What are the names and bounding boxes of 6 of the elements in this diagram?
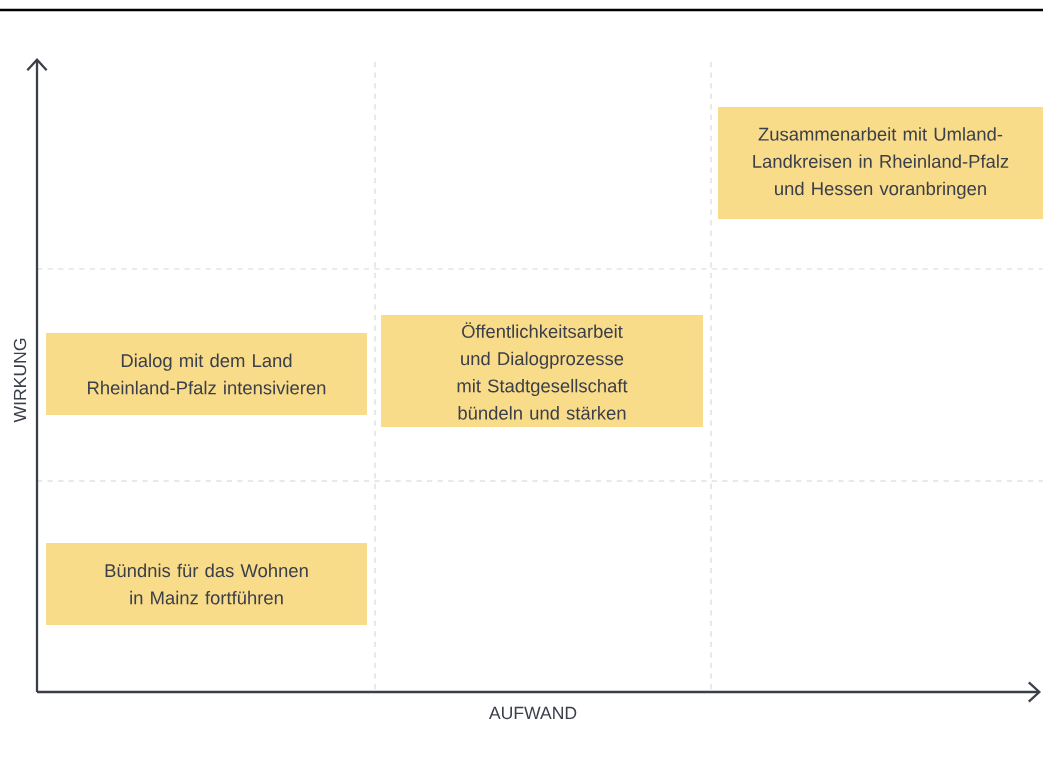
text-box: Zusammenarbeit mit Umland-Landkreisen in Rheinland-Pfalz und Hessen voranbringen — [718, 107, 1043, 219]
axis-label: WIRKUNG — [13, 338, 27, 423]
text-box: Bündnis für das Wohnen in Mainz fortführen — [46, 543, 367, 625]
axis-label: AUFWAND — [488, 706, 577, 720]
text-box: Öffentlichkeitsarbeit und Dialogprozesse mit Stadtgesellschaft bündeln und stärken — [381, 315, 703, 427]
text-box: Dialog mit dem Land Rheinland-Pfalz intensivieren — [46, 333, 367, 415]
